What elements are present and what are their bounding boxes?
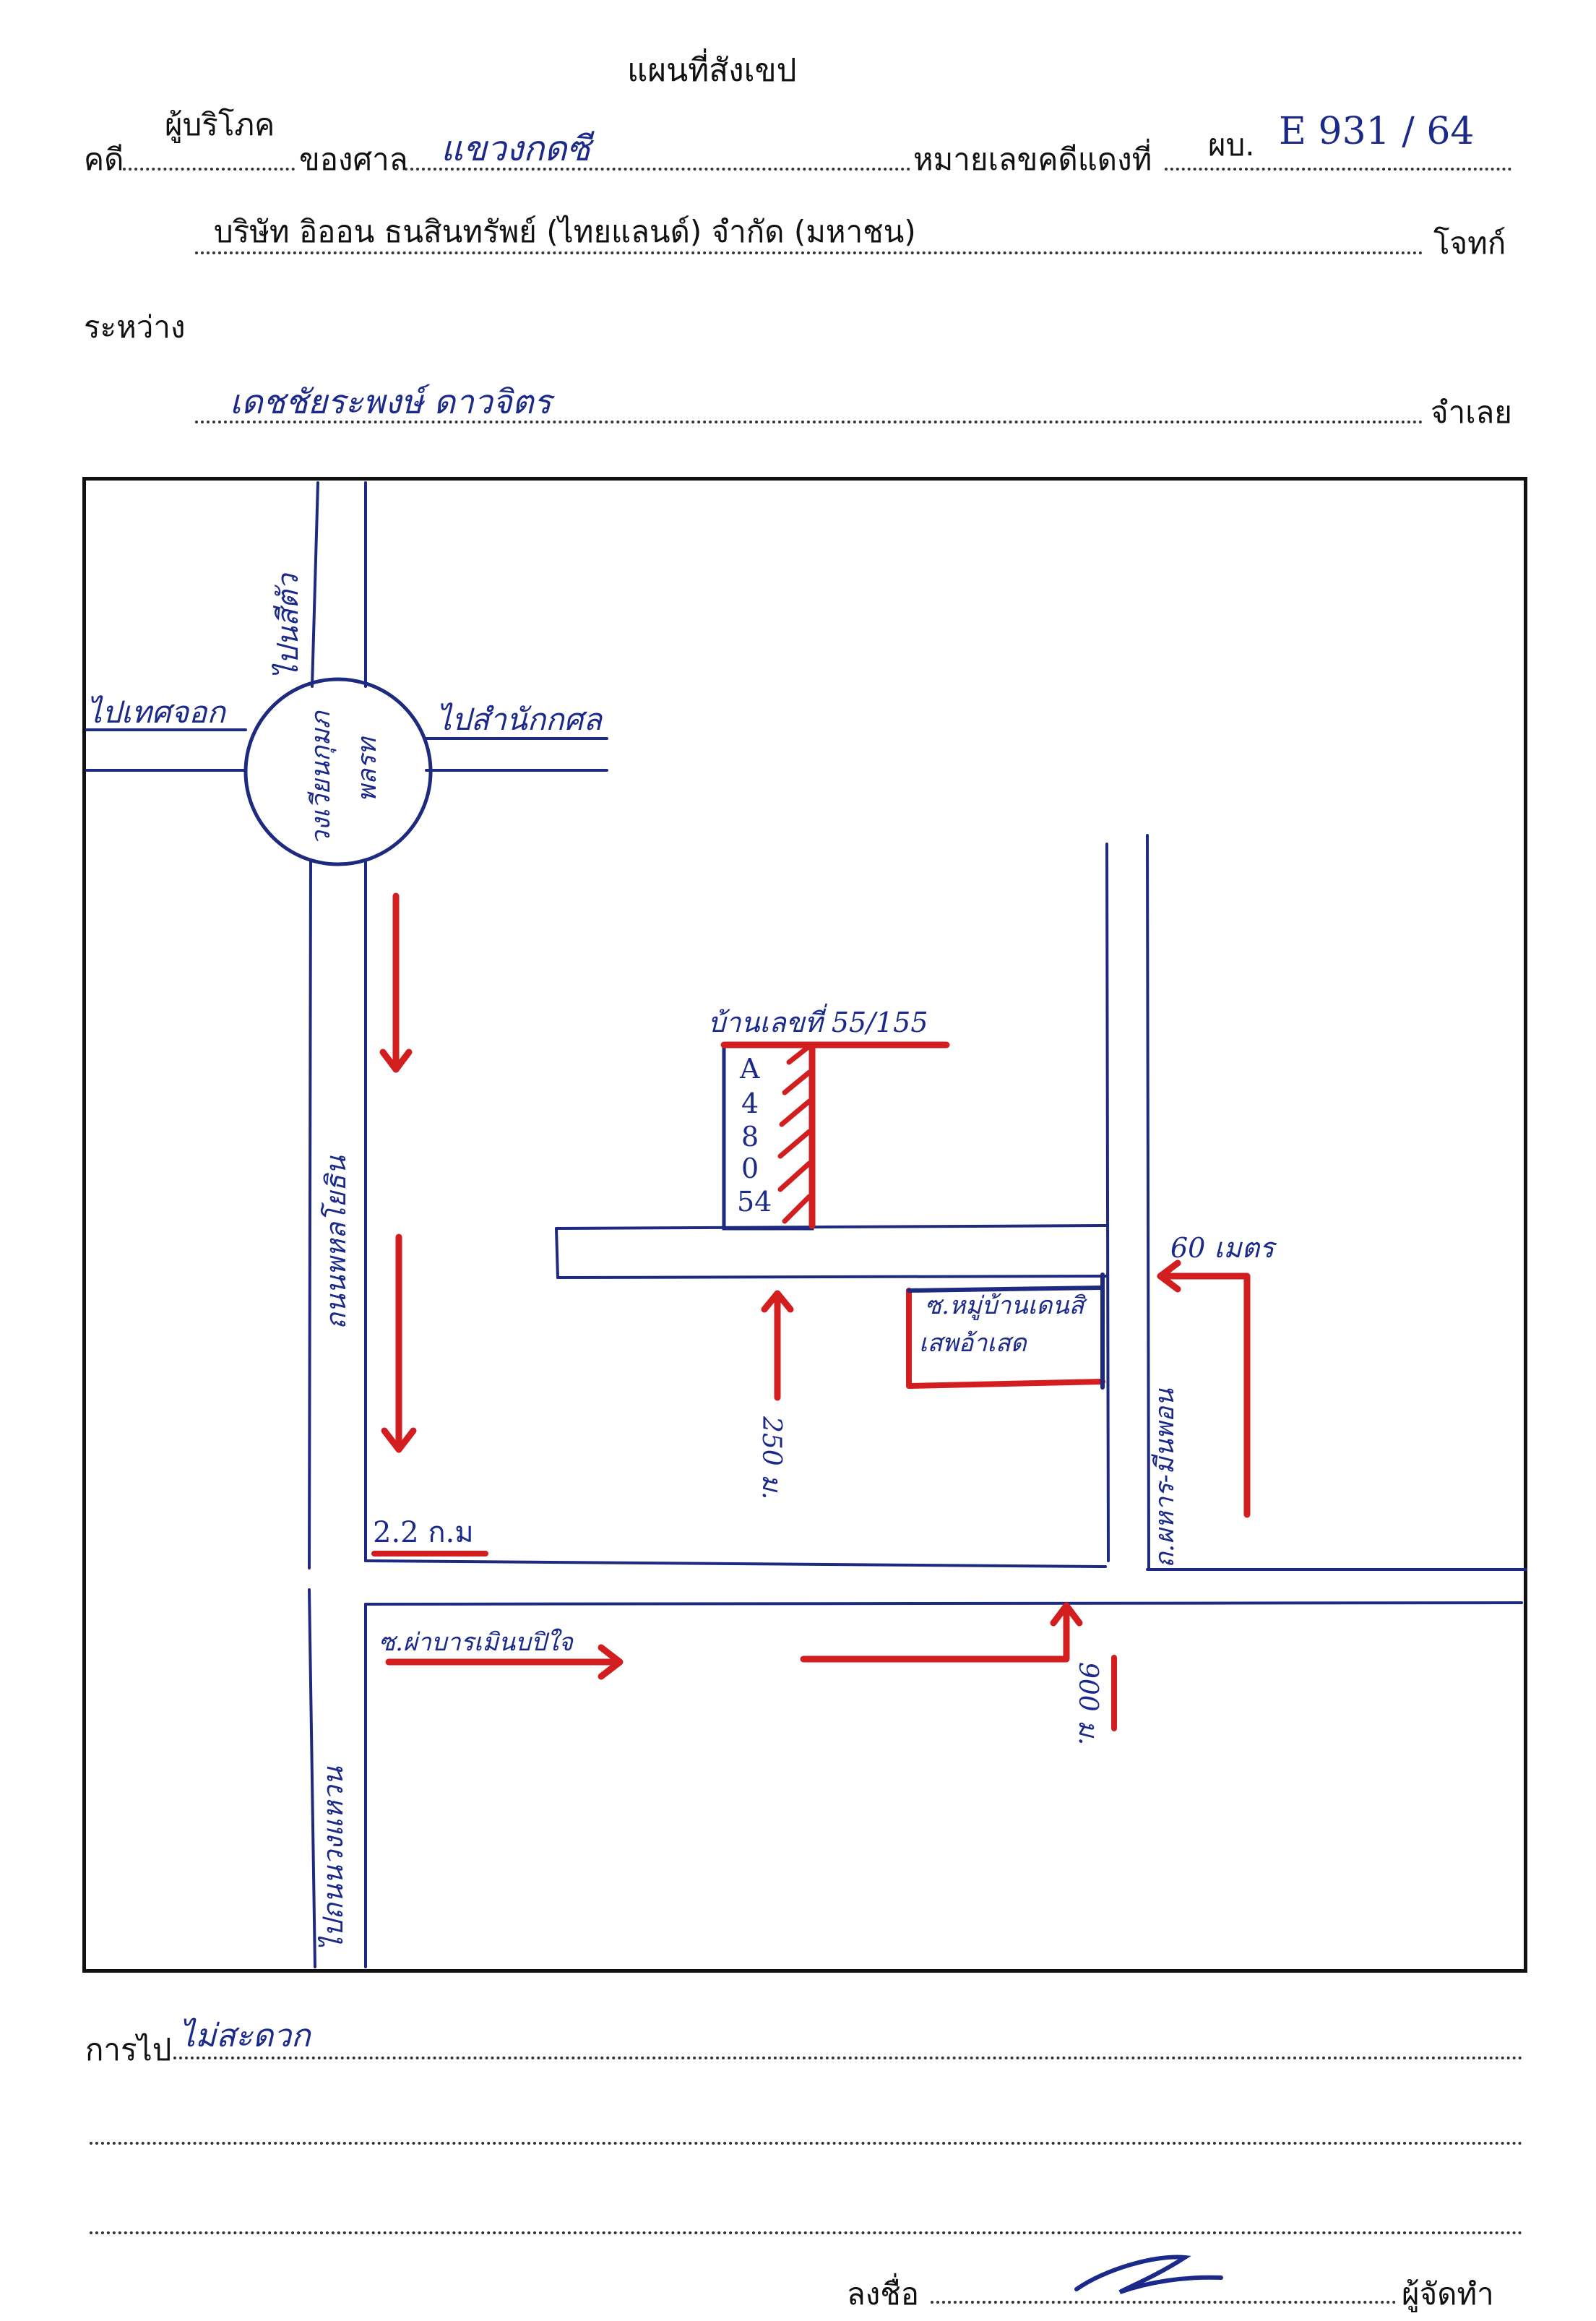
house-hatching [777,1043,812,1224]
village-label-2: เสพอ้าเสด [919,1329,1028,1358]
between-label: ระหว่าง [84,309,186,345]
case-type-value: ผู้บริโภค [165,107,275,142]
court-label: ของศาล [299,142,408,177]
red-case-label: หมายเลขคดีแดงที่ [913,142,1152,177]
house-code-1: A [739,1053,760,1085]
arrow-900m-path [800,1605,1070,1663]
house-code-3: 8 [741,1121,759,1153]
south-road-label: ไปถนนวงแหวน [317,1766,349,1951]
west-road-label: ไปเทศจอก [87,694,227,730]
travel-value: ไม่สะดวก [179,2018,311,2054]
sign-label: ลงชื่อ [847,2276,919,2312]
signature-image [1074,2255,1223,2294]
distance-250-label: 250 ม. [756,1416,786,1499]
village-label-1: ซ.หมู่บ้านเดนสิ [925,1291,1088,1320]
case-label: คดี [84,142,124,177]
travel-line-2 [90,2142,1523,2145]
east-vertical-road-label: ถ.ผหาร-มีนพอน [1150,1388,1180,1568]
defendant-field [195,421,1423,423]
distance-900-label: 900 ม. [1073,1662,1103,1745]
arrow-down-2-head [381,1427,417,1453]
east-road-label: ไปสำนักกศล [436,702,603,737]
red-case-prefix: ผบ. [1208,127,1255,163]
house-code-4: 0 [741,1153,759,1184]
roundabout-circle [243,677,433,866]
travel-field [173,2057,1523,2059]
main-road-label: ถนนพหลโยธิน [320,1155,352,1330]
defendant-name: เดชชัยระพงษ์ ดาวจิตร [230,382,552,421]
arrow-60m-head [1157,1259,1181,1293]
sign-field [931,2301,1396,2304]
plaintiff-field [195,251,1423,254]
arrow-900m-head [1050,1602,1083,1627]
house-code-2: 4 [741,1088,759,1119]
arrow-down-1-head [379,1048,413,1073]
maker-label: ผู้จัดทำ [1402,2276,1494,2312]
red-case-field [1165,168,1511,171]
plaintiff-label: โจทก์ [1433,225,1506,261]
north-road-label: ไปนสีตัว [272,572,305,679]
distance-22km-label: 2.2 ก.ม [373,1516,474,1549]
house-code-5: 54 [737,1186,772,1218]
house-label: บ้านเลขที่ 55/155 [708,1003,928,1038]
distance-60-label: 60 เมตร [1170,1232,1277,1264]
page-title: แผนที่สังเขป [627,52,797,89]
travel-line-3 [90,2231,1523,2234]
map-frame [82,477,1527,1973]
court-field [405,168,910,171]
case-type-field [123,168,295,171]
soi-label: ซ.ผ่าบารเมินบปิใจ [379,1628,574,1657]
arrow-soi-head [598,1644,624,1680]
roundabout-label-1: วงเวียนกุมภ [306,710,337,845]
court-value: แขวงกดซี [441,129,590,169]
defendant-label: จำเลย [1431,395,1512,430]
travel-label: การไป [85,2032,172,2067]
roundabout-label-2: พลรท [353,736,382,802]
red-case-value: E 931 / 64 [1279,110,1475,153]
arrow-up-250-head [761,1290,794,1313]
plaintiff-name: บริษัท อิออน ธนสินทรัพย์ (ไทยแลนด์) จำกั… [214,214,916,249]
